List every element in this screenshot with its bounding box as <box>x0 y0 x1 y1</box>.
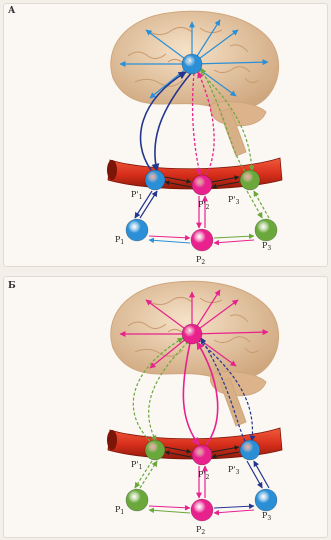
vessel-label-2: P'2 <box>198 470 210 481</box>
down-arrow-3 <box>247 461 262 488</box>
center-node <box>182 54 202 74</box>
vessel-node-2 <box>192 175 212 195</box>
peripheral-label-1: P1 <box>115 235 124 246</box>
vessel-label-1: P'1 <box>131 460 142 471</box>
peripheral-arrow-1-2 <box>149 506 190 508</box>
vessel-node-1 <box>145 440 165 460</box>
peripheral-node-3 <box>255 219 277 241</box>
peripheral-arrow-2-1 <box>149 510 190 513</box>
brain-cerebellum <box>210 372 266 396</box>
vessel-opening <box>107 160 117 180</box>
vessel-label-3: P'3 <box>228 465 240 476</box>
vessel-label-2: P'2 <box>198 200 210 211</box>
peripheral-node-1 <box>126 489 148 511</box>
peripheral-arrow-3-2 <box>214 240 254 243</box>
vessel-node-3 <box>240 440 260 460</box>
peripheral-node-2 <box>191 229 213 251</box>
peripheral-label-2: P2 <box>196 525 205 536</box>
up-arrow-3 <box>254 461 269 488</box>
peripheral-arrow-3-2 <box>214 510 254 513</box>
vessel-label-1: P'1 <box>131 190 142 201</box>
vessel-label-3: P'3 <box>228 195 240 206</box>
peripheral-node-1 <box>126 219 148 241</box>
peripheral-arrow-2-1 <box>149 240 190 243</box>
peripheral-node-3 <box>255 489 277 511</box>
peripheral-label-2: P2 <box>196 255 205 266</box>
vessel-node-3 <box>240 170 260 190</box>
vessel-opening <box>107 430 117 450</box>
peripheral-arrow-2-3 <box>214 236 254 238</box>
brain-illustration <box>111 281 279 426</box>
brain-cerebellum <box>210 102 266 126</box>
peripheral-label-1: P1 <box>115 505 124 516</box>
vessel-node-1 <box>145 170 165 190</box>
peripheral-label-3: P3 <box>262 241 271 252</box>
up-arrow-3 <box>254 191 269 218</box>
peripheral-arrow-1-2 <box>149 236 190 238</box>
center-node <box>182 324 202 344</box>
down-arrow-3 <box>247 191 262 218</box>
up-arrow-1 <box>140 461 157 488</box>
vessel-node-2 <box>192 445 212 465</box>
brain-illustration <box>111 11 279 156</box>
up-arrow-1 <box>140 191 157 218</box>
peripheral-node-2 <box>191 499 213 521</box>
peripheral-arrow-2-3 <box>214 506 254 508</box>
peripheral-label-3: P3 <box>262 511 271 522</box>
